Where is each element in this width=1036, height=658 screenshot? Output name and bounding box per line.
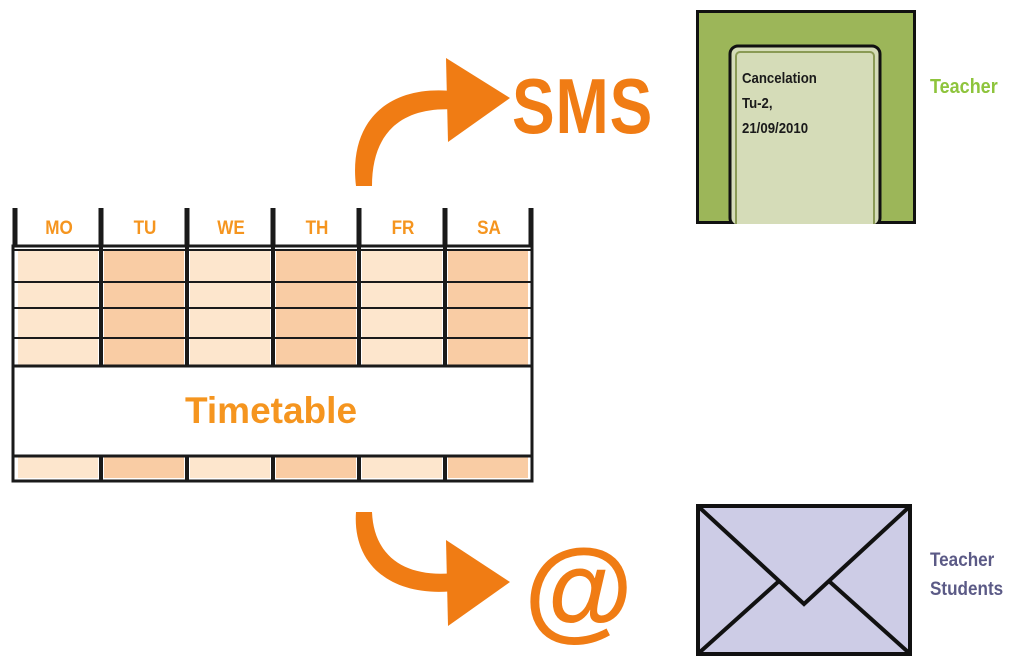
mobile-phone-icon [696, 10, 916, 224]
email-arrow-icon [355, 512, 510, 626]
day-header-we: WE [217, 218, 245, 239]
email-recipients: Teacher Students [930, 546, 1003, 604]
day-header-mo: MO [45, 218, 73, 239]
envelope-icon [696, 504, 912, 656]
sms-message-line: Tu-2, [742, 95, 773, 112]
day-header-sa: SA [477, 218, 501, 239]
sms-message: Cancelation Tu-2, 21/09/2010 [742, 66, 856, 141]
sms-arrow-icon [355, 58, 510, 186]
sms-message-line: 21/09/2010 [742, 120, 809, 137]
email-recipient-students: Students [930, 579, 1004, 600]
sms-recipient: Teacher [930, 76, 998, 98]
sms-label: SMS [512, 62, 654, 150]
day-header-tu: TU [133, 218, 157, 239]
day-header-th: TH [305, 218, 329, 239]
day-header-fr: FR [391, 218, 415, 239]
email-recipient-teacher: Teacher [930, 550, 995, 571]
email-at-symbol: @ [524, 526, 634, 651]
sms-message-line: Cancelation [742, 70, 817, 87]
timetable-title: Timetable [184, 390, 358, 431]
